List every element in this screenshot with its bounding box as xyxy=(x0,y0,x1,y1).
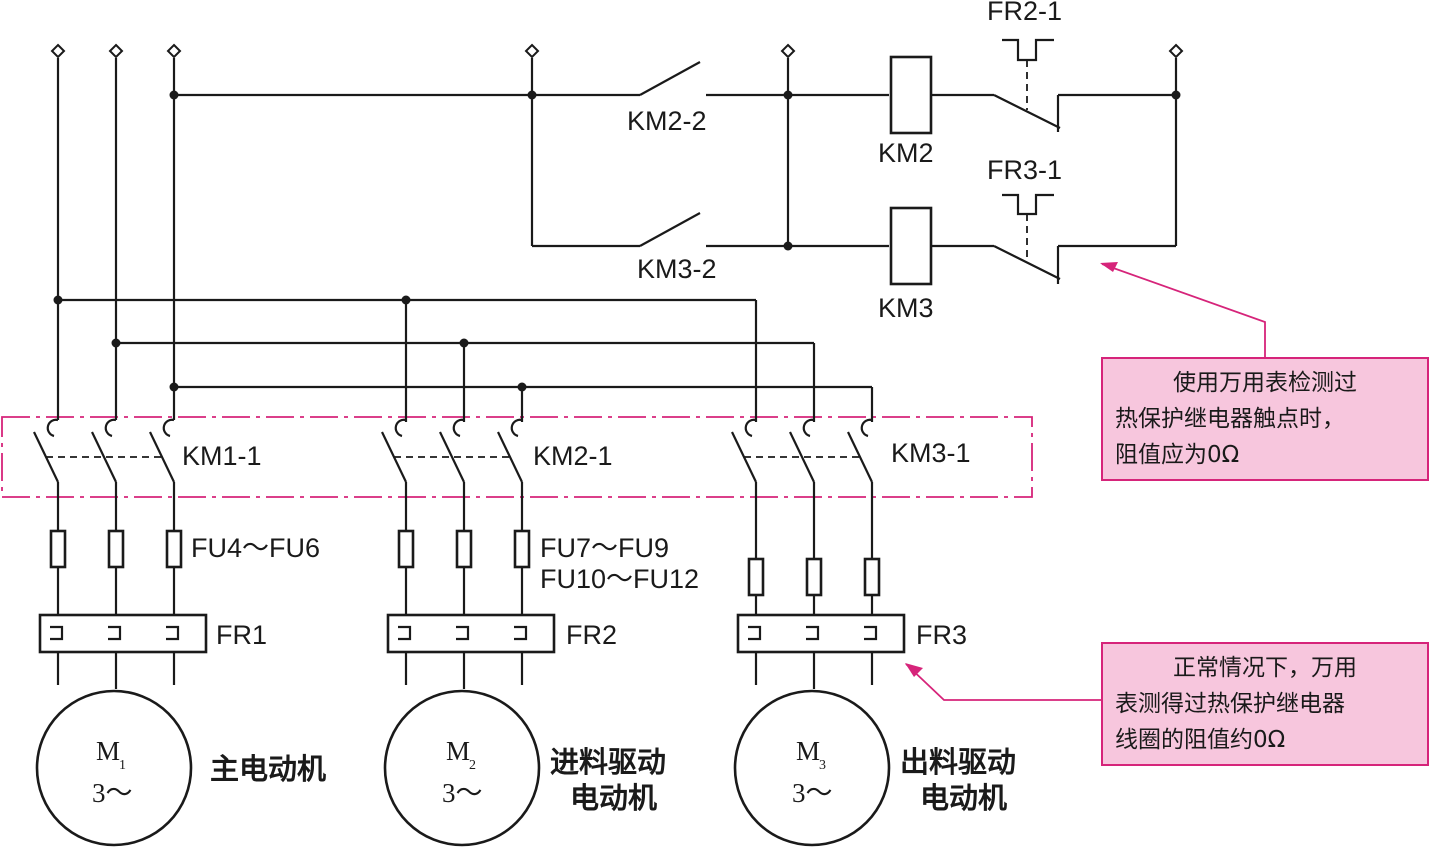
fuse-2-3 xyxy=(513,529,531,569)
km3-1-label: KM3-1 xyxy=(891,438,971,468)
supply-lines xyxy=(50,43,182,420)
fr3-1-label: FR3-1 xyxy=(987,155,1062,185)
fuse-1-1 xyxy=(49,529,67,569)
motor-3 xyxy=(733,689,891,847)
overload-relay-1 xyxy=(38,613,208,654)
motor-3-name-2: 电动机 xyxy=(920,781,1007,815)
contact-3-3-hook xyxy=(860,418,873,438)
motor-1-name: 主电动机 xyxy=(210,752,326,786)
motor-3-phase: 3～ xyxy=(792,778,833,808)
note-1-line-1: 使用万用表检测过 xyxy=(1173,370,1357,396)
overload-3-1-heater xyxy=(748,625,762,641)
terminal-l3 xyxy=(166,43,182,59)
coil-resistance-note: 正常情况下，万用 表测得过热保护继电器 线圈的阻值约0Ω xyxy=(1101,642,1429,766)
km3-coil-label: KM3 xyxy=(878,293,934,323)
motor-1-phase: 3～ xyxy=(92,778,133,808)
distribution-buses xyxy=(53,295,874,422)
km2-coil xyxy=(889,55,933,135)
overload-relay-2 xyxy=(386,613,556,654)
km2-2-label: KM2-2 xyxy=(627,106,707,136)
contact-2-3-hook xyxy=(510,418,523,438)
fuse-group-2-label-2: FU10～FU12 xyxy=(540,564,699,594)
km2-2-contact xyxy=(639,61,701,96)
motor-1-symbol: M xyxy=(96,736,120,766)
motor-2-sub: 2 xyxy=(469,758,476,773)
overload-3-2-heater xyxy=(806,625,820,641)
motor-1 xyxy=(35,689,193,847)
contact-1-2-blade xyxy=(91,431,117,483)
motor-1-sub: 1 xyxy=(119,758,126,773)
fr1-label: FR1 xyxy=(216,620,267,650)
note-2-line-2: 表测得过热保护继电器 xyxy=(1115,691,1345,717)
km3-2-label: KM3-2 xyxy=(637,254,717,284)
overload-relay-3 xyxy=(736,613,906,654)
fr3-label: FR3 xyxy=(916,620,967,650)
annotation-arrows xyxy=(905,262,1266,701)
motor-2-name-1: 进料驱动 xyxy=(550,745,666,779)
fuse-3-2 xyxy=(805,557,823,597)
fuse-1-2 xyxy=(107,529,125,569)
overload-2-2-heater xyxy=(456,625,470,641)
contact-2-1-hook xyxy=(394,418,407,438)
note-2-line-3: 线圈的阻值约0Ω xyxy=(1115,727,1286,753)
contact-2-2-hook xyxy=(452,418,465,438)
fuse-group-2-label-1: FU7～FU9 xyxy=(540,533,669,563)
motor-2-phase: 3～ xyxy=(442,778,483,808)
motor-2-symbol: M xyxy=(446,736,470,766)
contact-2-2-blade xyxy=(439,431,465,483)
contact-2-3-blade xyxy=(497,431,523,483)
km2-coil-label: KM2 xyxy=(878,138,934,168)
control-circuit xyxy=(169,38,1184,286)
motor-2 xyxy=(383,689,541,847)
overload-1-2-heater xyxy=(108,625,122,641)
motor-3-name-1: 出料驱动 xyxy=(900,745,1016,779)
km1-1-label: KM1-1 xyxy=(182,441,262,471)
motor-2-name-2: 电动机 xyxy=(570,781,657,815)
terminal-ctrl-a xyxy=(524,43,540,59)
contact-3-1-hook xyxy=(744,418,757,438)
km3-2-contact xyxy=(639,212,701,247)
overload-2-1-heater xyxy=(398,625,412,641)
fuse-1-3 xyxy=(165,529,183,569)
fuse-3-1 xyxy=(747,557,765,597)
km3-coil xyxy=(889,206,933,286)
km2-1-contacts xyxy=(381,418,523,483)
fuse-2-2 xyxy=(455,529,473,569)
fuse-3-3 xyxy=(863,557,881,597)
overload-3-3-heater xyxy=(864,625,878,641)
km2-1-label: KM2-1 xyxy=(533,441,613,471)
note-1-line-2: 热保护继电器触点时， xyxy=(1115,406,1345,432)
contact-1-1-hook xyxy=(46,418,59,438)
terminal-ctrl-b xyxy=(780,43,796,59)
motor-3-symbol: M xyxy=(796,736,820,766)
fr3-1-contact xyxy=(993,193,1176,284)
note-1-line-3: 阻值应为0Ω xyxy=(1115,442,1240,468)
contact-1-3-blade xyxy=(149,431,175,483)
fr2-1-label: FR2-1 xyxy=(987,0,1062,26)
contact-3-2-blade xyxy=(789,431,815,483)
terminal-l2 xyxy=(108,43,124,59)
km1-1-contacts xyxy=(33,418,175,483)
contact-3-3-blade xyxy=(847,431,873,483)
overload-2-3-heater xyxy=(514,625,528,641)
contact-resistance-note: 使用万用表检测过 热保护继电器触点时， 阻值应为0Ω xyxy=(1101,357,1429,481)
fr2-1-contact xyxy=(993,38,1176,132)
contactor-group-box xyxy=(1,416,1033,498)
motor-3-sub: 3 xyxy=(819,758,826,773)
overload-1-1-heater xyxy=(50,625,64,641)
overload-1-3-heater xyxy=(166,625,180,641)
fr2-label: FR2 xyxy=(566,620,617,650)
contact-1-3-hook xyxy=(162,418,175,438)
km3-1-contacts xyxy=(731,418,873,483)
fuse-group-1-label: FU4～FU6 xyxy=(191,533,320,563)
fuse-2-1 xyxy=(397,529,415,569)
terminal-l1 xyxy=(50,43,66,59)
contact-3-2-hook xyxy=(802,418,815,438)
terminal-ctrl-c xyxy=(1168,43,1184,59)
note-2-line-1: 正常情况下，万用 xyxy=(1173,655,1357,681)
contact-1-2-hook xyxy=(104,418,117,438)
power-branches xyxy=(35,482,906,847)
